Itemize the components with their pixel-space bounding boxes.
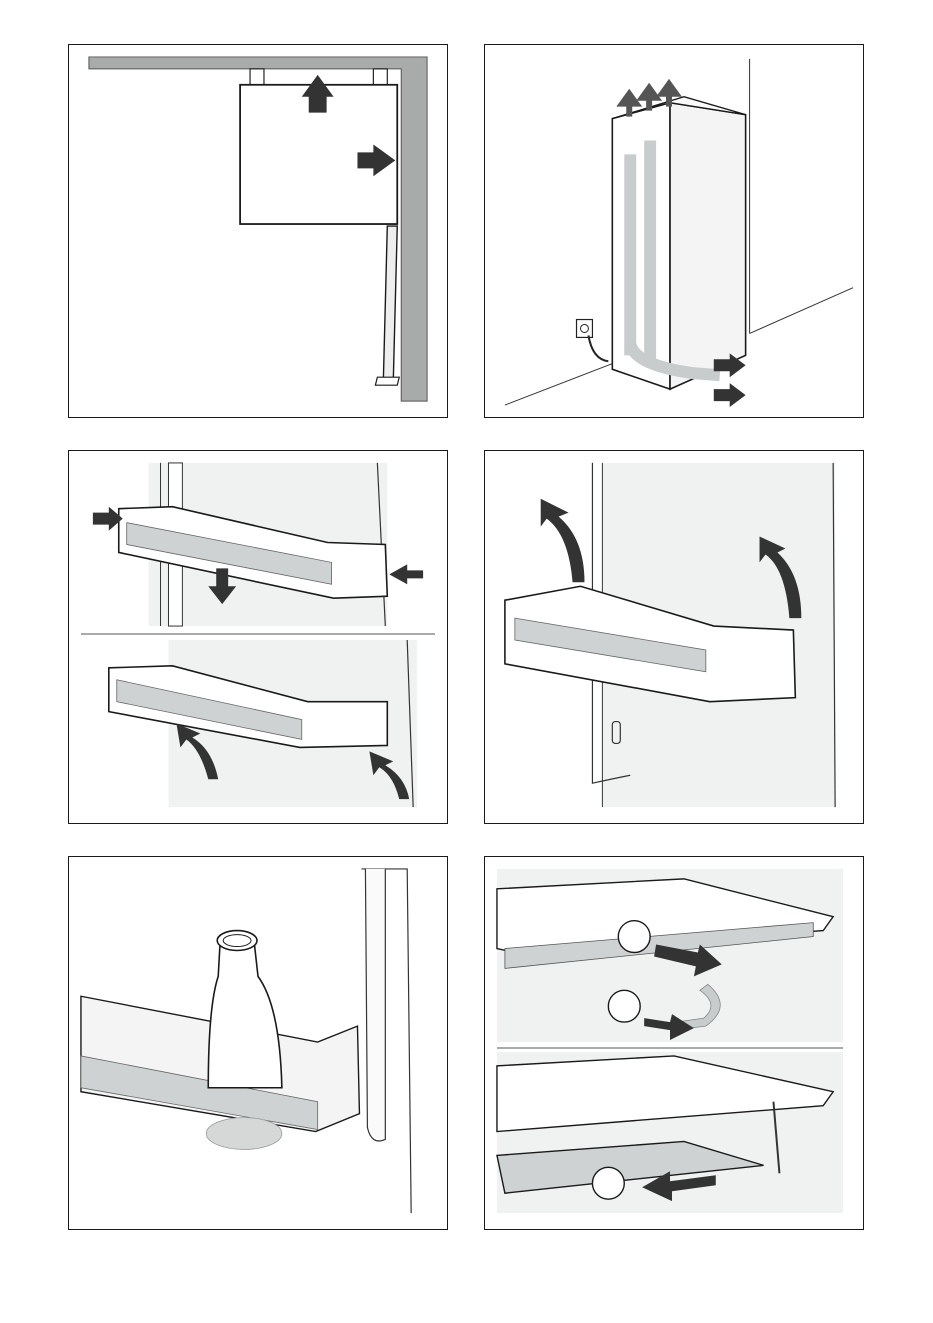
step-1-marker bbox=[618, 921, 650, 953]
step-2-marker bbox=[608, 990, 640, 1022]
bottle-shelf-panel bbox=[68, 856, 448, 1230]
glass-shelf-panel bbox=[484, 856, 864, 1230]
install-gap-panel bbox=[68, 44, 448, 418]
install-gap-illustration bbox=[69, 45, 447, 417]
glass-shelf-illustration bbox=[485, 857, 863, 1229]
door-shelf-removal-panel bbox=[68, 450, 448, 824]
press-arrow-right-icon bbox=[389, 564, 423, 584]
door-shelf-lift-illustration bbox=[485, 451, 863, 823]
appliance-side bbox=[670, 103, 746, 389]
lift-arrow-left-icon bbox=[541, 499, 585, 583]
ventilation-illustration bbox=[485, 45, 863, 417]
appliance-door bbox=[383, 226, 397, 381]
door-shelf-lift-panel bbox=[484, 450, 864, 824]
power-socket bbox=[577, 320, 593, 338]
milk-bottle bbox=[208, 941, 282, 1088]
step-3-marker bbox=[592, 1167, 624, 1199]
appliance-front bbox=[612, 103, 670, 389]
door-shelf-removal-illustration bbox=[69, 451, 447, 823]
intake-arrow-2-icon bbox=[714, 383, 746, 407]
ventilation-panel bbox=[484, 44, 864, 418]
bottle-shelf-illustration bbox=[69, 857, 447, 1229]
